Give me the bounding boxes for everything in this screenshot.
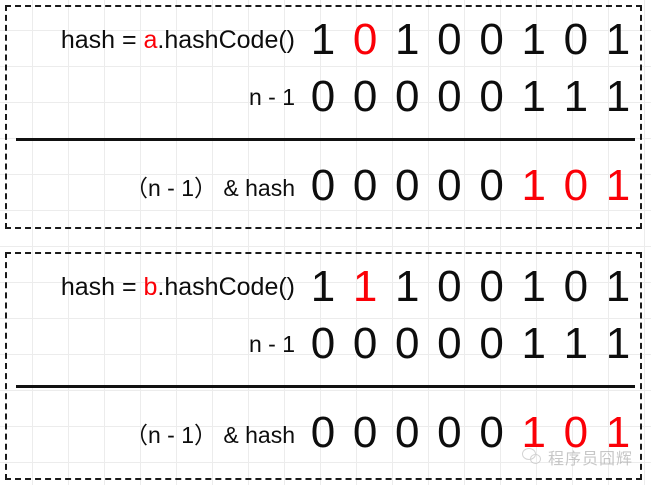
row-label-hash-b: hash = b.hashCode()	[7, 273, 301, 302]
row-hash-b: hash = b.hashCode() 1 1 1 0 0 1 0 1	[7, 258, 640, 316]
hash-panel-b: hash = b.hashCode() 1 1 1 0 0 1 0 1 n - …	[5, 252, 642, 480]
row-label-result-b: （n - 1） & hash	[124, 422, 295, 448]
bit: 0	[563, 161, 589, 210]
bit-row-hash-a: 1 0 1 0 0 1 0 1	[301, 18, 640, 62]
row-label-hash-a: hash = a.hashCode()	[7, 26, 301, 55]
bit: 0	[352, 319, 378, 368]
label-prefix: hash =	[60, 272, 144, 301]
bit: 1	[605, 262, 631, 311]
bit: 0	[437, 72, 462, 121]
bit-row-n-minus-1-b: 0 0 0 0 0 1 1 1	[301, 322, 640, 366]
bit: 0	[310, 408, 336, 457]
bit: 1	[521, 15, 546, 64]
bit: 0	[352, 15, 378, 64]
bit: 0	[437, 262, 462, 311]
bit: 1	[395, 15, 420, 64]
bit: 1	[521, 319, 546, 368]
bit: 1	[563, 72, 589, 121]
bit: 0	[352, 161, 378, 210]
bit: 1	[352, 262, 378, 311]
bit-row-result-a: 0 0 0 0 0 1 0 1	[301, 164, 640, 208]
bit: 1	[521, 408, 546, 457]
row-label-n-minus-1-b: n - 1	[248, 330, 295, 357]
row-hash-a: hash = a.hashCode() 1 0 1 0 0 1 0 1	[7, 11, 640, 69]
bit: 0	[395, 408, 420, 457]
bit-row-n-minus-1-a: 0 0 0 0 0 1 1 1	[301, 75, 640, 119]
bit: 1	[395, 262, 420, 311]
bit: 0	[563, 408, 589, 457]
row-n-minus-1-a: n - 1 0 0 0 0 0 1 1 1	[7, 68, 640, 126]
label-accent-variable: a	[143, 25, 158, 54]
bit: 1	[605, 319, 631, 368]
bit: 1	[605, 72, 631, 121]
operation-divider-line	[16, 138, 635, 141]
hash-panel-a: hash = a.hashCode() 1 0 1 0 0 1 0 1 n - …	[5, 5, 642, 229]
bit: 1	[310, 15, 336, 64]
row-n-minus-1-b: n - 1 0 0 0 0 0 1 1 1	[7, 315, 640, 373]
bit: 1	[605, 408, 631, 457]
bit: 0	[437, 15, 462, 64]
label-suffix: .hashCode()	[157, 272, 295, 301]
bit: 0	[310, 319, 336, 368]
bit: 0	[479, 72, 504, 121]
bit: 0	[479, 15, 504, 64]
bit: 1	[521, 72, 546, 121]
label-accent-variable: b	[143, 272, 158, 301]
label-prefix: hash =	[60, 25, 144, 54]
bit: 0	[563, 15, 589, 64]
bit: 0	[352, 408, 378, 457]
row-result-b: （n - 1） & hash 0 0 0 0 0 1 0 1	[7, 404, 640, 462]
bit-row-hash-b: 1 1 1 0 0 1 0 1	[301, 265, 640, 309]
operation-divider-line	[16, 385, 635, 388]
bit: 1	[310, 262, 336, 311]
bit: 0	[395, 319, 420, 368]
bit: 0	[395, 72, 420, 121]
bit: 0	[479, 319, 504, 368]
bit-row-result-b: 0 0 0 0 0 1 0 1	[301, 411, 640, 455]
bit: 0	[310, 72, 336, 121]
bit: 0	[479, 408, 504, 457]
bit: 0	[479, 161, 504, 210]
bit: 0	[437, 161, 462, 210]
row-label-n-minus-1-a: n - 1	[248, 83, 295, 110]
bit: 0	[563, 262, 589, 311]
bit: 1	[563, 319, 589, 368]
bit: 0	[437, 319, 462, 368]
bit: 1	[521, 161, 546, 210]
bit: 0	[479, 262, 504, 311]
bit: 0	[437, 408, 462, 457]
label-suffix: .hashCode()	[157, 25, 295, 54]
bit: 1	[605, 161, 631, 210]
bit: 1	[605, 15, 631, 64]
bit: 0	[395, 161, 420, 210]
bit: 0	[352, 72, 378, 121]
bit: 1	[521, 262, 546, 311]
bit: 0	[310, 161, 336, 210]
row-label-result-a: （n - 1） & hash	[124, 175, 295, 201]
row-result-a: （n - 1） & hash 0 0 0 0 0 1 0 1	[7, 157, 640, 215]
